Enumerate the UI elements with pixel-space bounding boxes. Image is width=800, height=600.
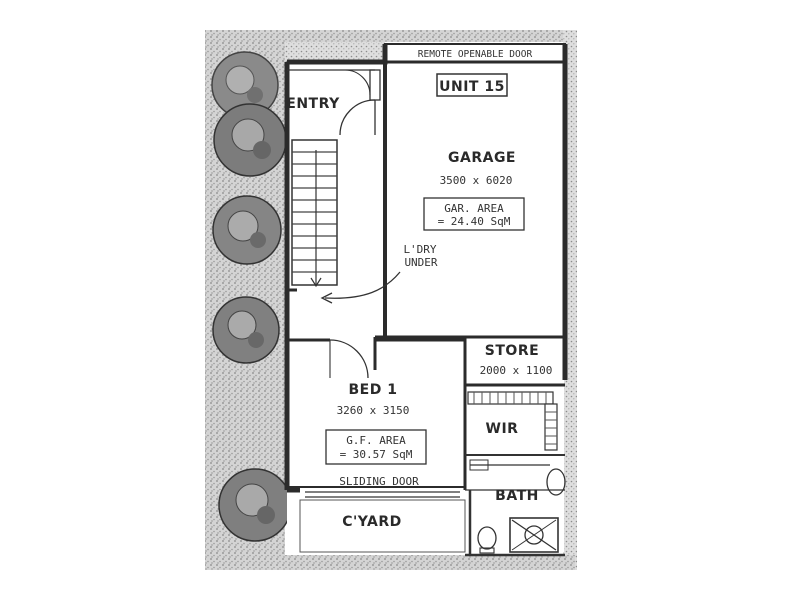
wir-label: WIR xyxy=(486,421,519,437)
bed-dims: 3260 x 3150 xyxy=(337,404,410,417)
remote-door-label: REMOTE OPENABLE DOOR xyxy=(418,49,533,60)
laundry-arrow xyxy=(320,271,401,304)
wir-shelving xyxy=(465,391,565,456)
bath-label: BATH xyxy=(495,488,539,504)
bath-fixtures xyxy=(465,459,566,557)
courtyard-outline xyxy=(299,499,466,553)
tree-icon xyxy=(212,296,280,364)
garage-dims: 3500 x 6020 xyxy=(440,174,513,187)
garage-label: GARAGE xyxy=(448,150,516,166)
tree-icon xyxy=(213,103,287,177)
bedroom-walls xyxy=(287,337,467,490)
stair xyxy=(291,139,338,288)
gf-area-box xyxy=(325,429,427,465)
shower-icon xyxy=(509,517,559,553)
gar-area-box xyxy=(423,197,525,231)
laundry-label-line1: L'DRY xyxy=(403,243,436,256)
bed-label: BED 1 xyxy=(349,382,398,398)
store-dims: 2000 x 1100 xyxy=(480,364,553,377)
gar-area-line1: GAR. AREA xyxy=(444,202,504,215)
laundry-label-line2: UNDER xyxy=(404,256,437,269)
sliding-door-label: SLIDING DOOR xyxy=(339,475,419,488)
basin-icon xyxy=(546,468,566,496)
tree-icon xyxy=(218,468,292,542)
gar-area-line2: = 24.40 SqM xyxy=(438,215,511,228)
entry-door xyxy=(287,69,381,136)
entry-label: ENTRY xyxy=(286,96,340,112)
remote-door-outline xyxy=(384,43,566,63)
courtyard-label: C'YARD xyxy=(342,514,402,530)
store-walls xyxy=(465,336,565,387)
gf-area-line1: G.F. AREA xyxy=(346,434,406,447)
hall-walls xyxy=(287,288,385,370)
unit-label: UNIT 15 xyxy=(439,79,505,95)
toilet-icon xyxy=(477,526,497,550)
gf-area-line2: = 30.57 SqM xyxy=(340,448,413,461)
bed-door-swing xyxy=(329,339,369,379)
tree-icon-group xyxy=(211,51,292,542)
unit-label-box xyxy=(436,73,508,97)
tree-icon xyxy=(211,51,279,119)
store-label: STORE xyxy=(485,343,539,359)
tree-icon xyxy=(212,195,282,265)
sliding-door xyxy=(305,491,460,498)
